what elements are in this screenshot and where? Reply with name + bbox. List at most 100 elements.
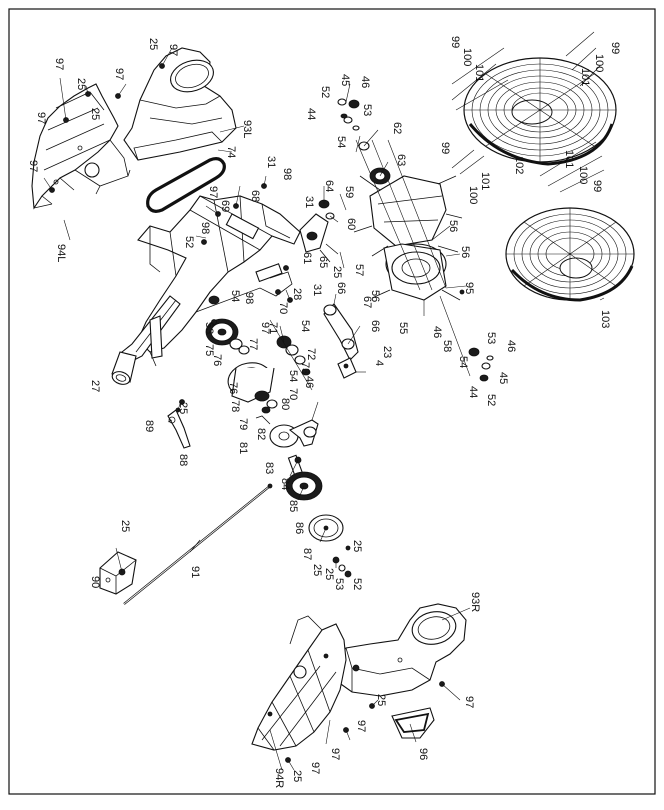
callout-96: 96: [417, 748, 429, 760]
callout-84: 84: [279, 478, 291, 490]
callout-52: 52: [351, 578, 363, 590]
drum-assembly-78-80: [227, 362, 278, 414]
callout-25: 25: [291, 770, 303, 782]
callout-80: 80: [279, 398, 291, 410]
callout-53: 53: [361, 104, 373, 116]
callout-56: 56: [447, 220, 459, 232]
callout-97: 97: [207, 186, 219, 198]
page-frame: [8, 8, 656, 795]
callout-89: 89: [143, 420, 155, 432]
left-side-cover-94L: [31, 83, 131, 210]
callout-44: 44: [305, 108, 317, 120]
callout-87: 87: [301, 548, 313, 560]
callout-63: 63: [395, 154, 407, 166]
callout-27: 27: [89, 380, 101, 392]
callout-54: 54: [229, 290, 241, 302]
callout-97: 97: [167, 44, 179, 56]
callout-46: 46: [303, 376, 315, 388]
callout-59: 59: [343, 186, 355, 198]
callout-97: 97: [355, 720, 367, 732]
callout-31: 31: [265, 156, 277, 168]
fan-guard-103: [505, 207, 635, 302]
callout-31: 31: [311, 284, 323, 296]
callout-52: 52: [485, 394, 497, 406]
callout-85: 85: [287, 500, 299, 512]
bolts-group-top: [337, 98, 360, 131]
callout-74: 74: [225, 146, 237, 158]
callout-100: 100: [577, 166, 589, 184]
callout-53: 53: [203, 322, 215, 334]
callout-66: 66: [369, 320, 381, 332]
callout-46: 46: [359, 76, 371, 88]
callout-101: 101: [473, 64, 485, 82]
front-tube-27: [111, 351, 137, 385]
callout-25: 25: [375, 694, 387, 706]
drive-belt-74: [146, 157, 226, 213]
main-frame: [121, 195, 301, 367]
end-cap-90: [99, 551, 137, 595]
callout-55: 55: [397, 322, 409, 334]
callout-88: 88: [177, 454, 189, 466]
callout-70: 70: [287, 388, 299, 400]
callout-46: 46: [431, 326, 443, 338]
callout-73: 73: [299, 362, 311, 374]
callout-81: 81: [237, 442, 249, 454]
callout-58: 58: [441, 340, 453, 352]
callout-97: 97: [329, 748, 341, 760]
cable-91: [123, 483, 273, 605]
callout-25: 25: [323, 568, 335, 580]
callout-67: 67: [361, 296, 373, 308]
callout-99: 99: [591, 180, 603, 192]
callout-76: 76: [211, 354, 223, 366]
callout-23: 23: [381, 346, 393, 358]
callout-97: 97: [35, 112, 47, 124]
callout-91: 91: [189, 566, 201, 578]
callout-25: 25: [331, 266, 343, 278]
callout-61: 61: [301, 252, 313, 264]
washer-stack-70-73: [269, 319, 313, 391]
callout-99: 99: [449, 36, 461, 48]
callout-25: 25: [119, 520, 131, 532]
callout-75: 75: [203, 344, 215, 356]
callout-94R: 94R: [273, 768, 285, 788]
callout-101: 101: [579, 68, 591, 86]
right-side-cover-94R: [251, 615, 347, 751]
callout-45: 45: [339, 74, 351, 86]
crank-arm-82-83: [255, 415, 319, 448]
hub-cap-63: [358, 141, 391, 185]
callout-56: 56: [459, 246, 471, 258]
right-top-cover-93R: [333, 603, 467, 697]
callout-labels: 97 25 97 25 25 97 97 97 94L 93L 74 46 45…: [27, 36, 621, 788]
callout-54: 54: [287, 370, 299, 382]
callout-45: 45: [497, 372, 509, 384]
callout-101: 101: [563, 150, 575, 168]
bolts-group-right: [439, 295, 494, 382]
fan-guard-102: [463, 57, 617, 166]
callout-93L: 93L: [241, 120, 253, 138]
callout-98: 98: [243, 292, 255, 304]
callout-70: 70: [277, 302, 289, 314]
pad-96: [391, 707, 435, 739]
callout-100: 100: [461, 48, 473, 66]
callout-25: 25: [311, 564, 323, 576]
linkage-arm-66-67: [323, 303, 359, 379]
pulley-assembly-75-77: [205, 295, 250, 355]
callout-97: 97: [53, 58, 65, 70]
callout-31: 31: [303, 196, 315, 208]
callout-77: 77: [247, 338, 259, 350]
callout-65: 65: [317, 256, 329, 268]
callout-97: 97: [259, 322, 271, 334]
callout-25: 25: [75, 78, 87, 90]
callout-64: 64: [323, 180, 335, 192]
callout-69: 69: [219, 200, 231, 212]
callout-28: 28: [291, 288, 303, 300]
callout-98: 98: [199, 222, 211, 234]
callout-94L: 94L: [55, 244, 67, 262]
callout-98: 98: [281, 168, 293, 180]
callout-97: 97: [463, 696, 475, 708]
callout-99: 99: [609, 42, 621, 54]
callout-95: 95: [463, 282, 475, 294]
callout-90: 90: [89, 576, 101, 588]
